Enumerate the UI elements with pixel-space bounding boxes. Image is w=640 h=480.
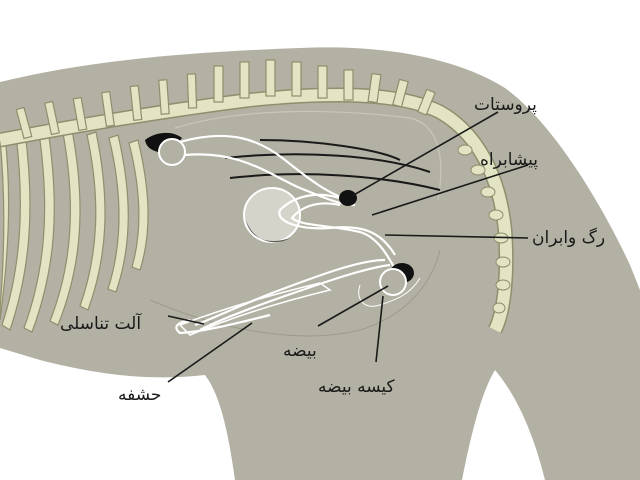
- body-contour: [149, 249, 441, 337]
- rectum-lines: [224, 139, 441, 191]
- testis-ring: [379, 268, 407, 296]
- bladder: [243, 187, 301, 243]
- prostate-organ: [339, 190, 357, 206]
- label-urethra: پیشابراه: [480, 150, 538, 170]
- kidney-ring: [158, 138, 186, 166]
- leader-scrotum: [375, 295, 384, 363]
- label-vas-deferens: رگ وابران: [532, 228, 606, 248]
- tail-vertebrae: [457, 144, 511, 314]
- label-scrotum: کیسه بیضه: [318, 377, 395, 397]
- label-glans: حشفه: [118, 385, 162, 405]
- label-penis: آلت تناسلی: [60, 314, 142, 334]
- leader-urethra: [371, 164, 529, 216]
- leader-glans: [167, 322, 253, 383]
- label-testis: بیضه: [283, 341, 317, 361]
- leader-prostate: [351, 111, 499, 197]
- vertebrae-processes: [15, 59, 436, 140]
- leader-penis: [167, 315, 205, 325]
- scrotum-contour: [358, 277, 421, 307]
- penis-shaft: [178, 282, 332, 336]
- label-prostate: پروستات: [474, 95, 537, 115]
- leader-testis: [317, 285, 389, 327]
- leader-lines: [167, 111, 529, 383]
- rib-cage: [0, 129, 149, 333]
- bladder-shade: [246, 220, 290, 243]
- leader-vas-deferens: [384, 234, 529, 239]
- pelvis-contour: [174, 110, 442, 201]
- ducts: [175, 134, 401, 335]
